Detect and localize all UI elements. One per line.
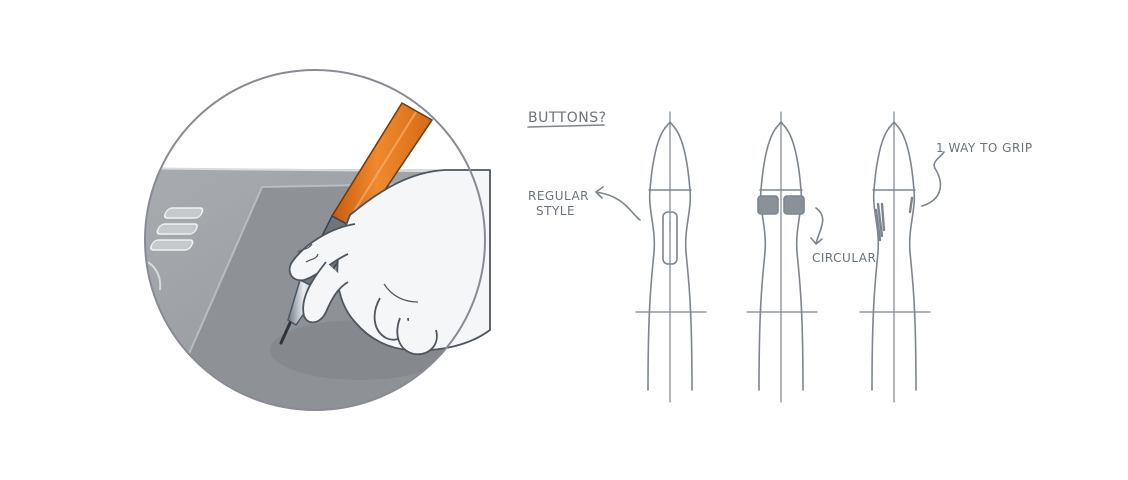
label-circular: CIRCULAR	[812, 251, 876, 265]
express-key	[163, 208, 204, 218]
label-regular-1: REGULAR	[528, 189, 589, 203]
express-key	[149, 240, 194, 250]
arrow-circular	[811, 208, 823, 244]
tablet-illustration	[85, 70, 520, 420]
arrow-grip	[922, 152, 944, 206]
pen-sketches: BUTTONS? REGULAR STYLE CIRCULAR	[528, 110, 1033, 402]
express-key	[85, 193, 120, 203]
label-regular-2: STYLE	[536, 204, 575, 218]
heading-buttons: BUTTONS?	[528, 110, 607, 126]
pen-sketch-regular	[636, 112, 706, 402]
grip-hatch-right	[910, 198, 912, 212]
circular-button-left	[758, 196, 778, 214]
label-grip: 1 WAY TO GRIP	[936, 141, 1033, 155]
arrow-regular	[596, 187, 640, 220]
express-key	[156, 224, 199, 234]
pen-sketch-circular	[747, 112, 817, 402]
circular-button-right	[784, 196, 804, 214]
